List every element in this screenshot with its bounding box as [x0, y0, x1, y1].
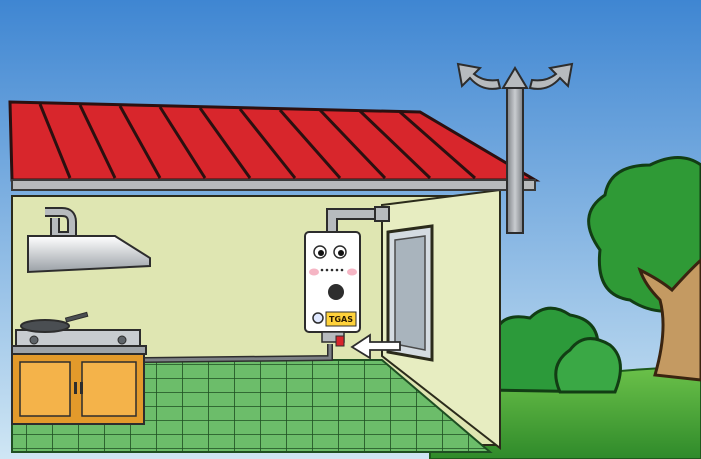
cabinet-handle-left — [74, 382, 77, 394]
cabinet-handle-right — [80, 382, 83, 394]
gas-water-heater: TGAS — [305, 232, 360, 346]
heater-mouth — [328, 284, 344, 300]
stove — [12, 330, 146, 354]
window — [388, 226, 432, 360]
heater-brand-label: TGAS — [329, 315, 353, 324]
kitchen-cabinet — [12, 354, 144, 424]
